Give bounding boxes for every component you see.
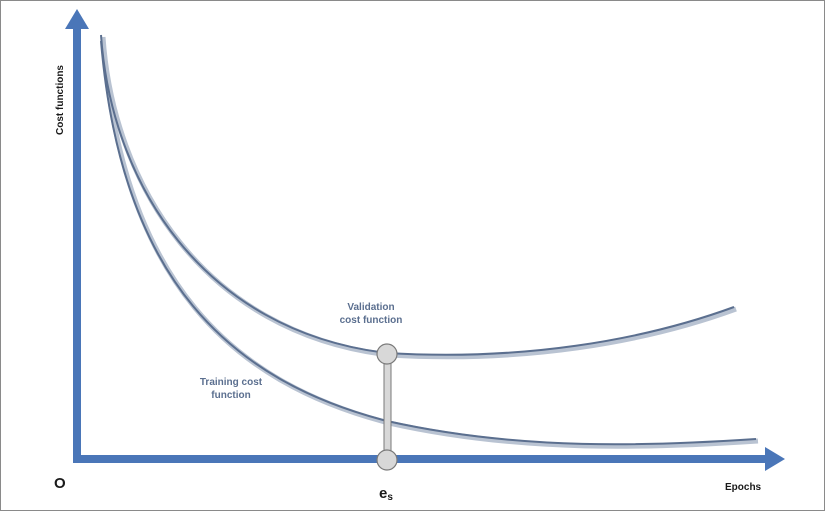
- y-axis-label: Cost functions: [55, 65, 66, 135]
- training-curve: [100, 40, 757, 446]
- training-label-line2: function: [211, 390, 250, 401]
- x-axis: [73, 455, 773, 463]
- x-axis-arrowhead: [765, 447, 785, 471]
- validation-curve-shadow: [100, 36, 737, 360]
- stop-point-base: e: [379, 485, 387, 502]
- x-axis-label: Epochs: [725, 482, 762, 493]
- training-label-line1: Training cost: [200, 377, 263, 388]
- validation-label-line1: Validation: [347, 302, 394, 313]
- validation-curve: [100, 34, 735, 356]
- stop-point-sub: s: [387, 492, 393, 503]
- stop-point-label: es: [379, 485, 393, 503]
- validation-minimum-marker: [376, 343, 398, 365]
- validation-label-line2: cost function: [340, 315, 403, 326]
- y-axis: [73, 25, 81, 463]
- early-stop-connector: [383, 355, 392, 461]
- early-stop-axis-marker: [376, 449, 398, 471]
- y-axis-arrowhead: [65, 9, 89, 29]
- origin-label: O: [54, 475, 66, 492]
